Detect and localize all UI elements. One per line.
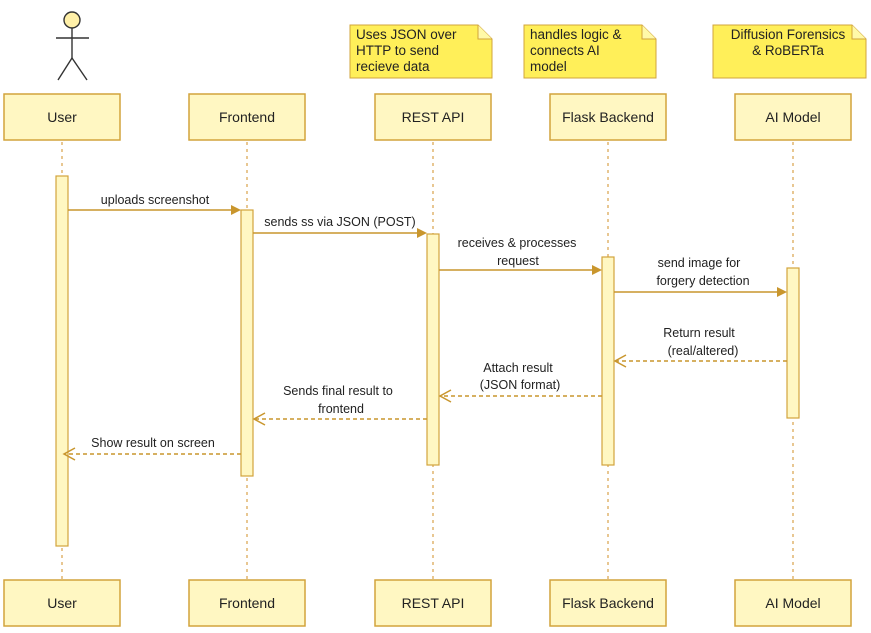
participant-frontend-top: Frontend [188,93,306,141]
note-rest-api-line-1: Uses JSON over [356,27,457,42]
note-ai-model-line-1: Diffusion Forensics [731,27,846,42]
message-uploads-screenshot: uploads screenshot [68,193,241,215]
note-rest-api-line-3: recieve data [356,59,430,74]
participant-frontend-bottom-label: Frontend [219,595,275,611]
message-send-image: send image for forgery detection [614,256,787,297]
message-attach-result-label-2: (JSON format) [480,378,561,392]
participant-flask-backend-bottom: Flask Backend [549,579,667,627]
participant-rest-api-bottom: REST API [374,579,492,627]
participant-ai-model-top-label: AI Model [765,109,820,125]
note-ai-model-line-2: & RoBERTa [752,43,824,58]
message-return-result-label-1: Return result [663,326,735,340]
note-flask-backend: handles logic & connects AI model [523,24,657,79]
message-receives-processes-label-1: receives & processes [458,236,577,250]
participant-user-bottom: User [3,579,121,627]
participant-frontend-bottom: Frontend [188,579,306,627]
message-sends-final-result: Sends final result to frontend [252,384,427,426]
note-rest-api: Uses JSON over HTTP to send recieve data [349,24,493,79]
message-attach-result-label-1: Attach result [483,361,553,375]
message-show-result-label: Show result on screen [91,436,215,450]
message-send-image-label-1: send image for [658,256,741,270]
activation-flask-backend [601,256,615,466]
note-flask-backend-line-2: connects AI [530,43,600,58]
participant-frontend-top-label: Frontend [219,109,275,125]
note-flask-backend-line-1: handles logic & [530,27,622,42]
participant-user-top: User [3,93,121,141]
participant-ai-model-top: AI Model [734,93,852,141]
participant-rest-api-top: REST API [374,93,492,141]
activation-user [55,175,69,547]
activation-frontend [240,209,254,477]
participant-user-bottom-label: User [47,595,77,611]
message-return-result-label-2: (real/altered) [668,344,739,358]
user-actor-icon [56,11,89,81]
message-sends-ss-label: sends ss via JSON (POST) [264,215,415,229]
message-receives-processes: receives & processes request [439,236,602,275]
participant-flask-backend-bottom-label: Flask Backend [562,595,654,611]
note-rest-api-line-2: HTTP to send [356,43,439,58]
participant-rest-api-bottom-label: REST API [402,595,465,611]
participant-user-top-label: User [47,109,77,125]
message-send-image-label-2: forgery detection [656,274,749,288]
participant-rest-api-top-label: REST API [402,109,465,125]
activation-rest-api [426,233,440,466]
note-ai-model: Diffusion Forensics & RoBERTa [712,24,867,79]
message-return-result: Return result (real/altered) [613,326,787,368]
note-flask-backend-line-3: model [530,59,567,74]
participant-flask-backend-top: Flask Backend [549,93,667,141]
participant-ai-model-bottom: AI Model [734,579,852,627]
message-sends-ss: sends ss via JSON (POST) [253,215,427,238]
participant-flask-backend-top-label: Flask Backend [562,109,654,125]
message-attach-result: Attach result (JSON format) [438,361,602,403]
message-sends-final-result-label-2: frontend [318,402,364,416]
message-uploads-screenshot-label: uploads screenshot [101,193,210,207]
activation-ai-model [786,267,800,419]
message-sends-final-result-label-1: Sends final result to [283,384,393,398]
message-receives-processes-label-2: request [497,254,539,268]
message-show-result: Show result on screen [62,436,241,461]
participant-ai-model-bottom-label: AI Model [765,595,820,611]
